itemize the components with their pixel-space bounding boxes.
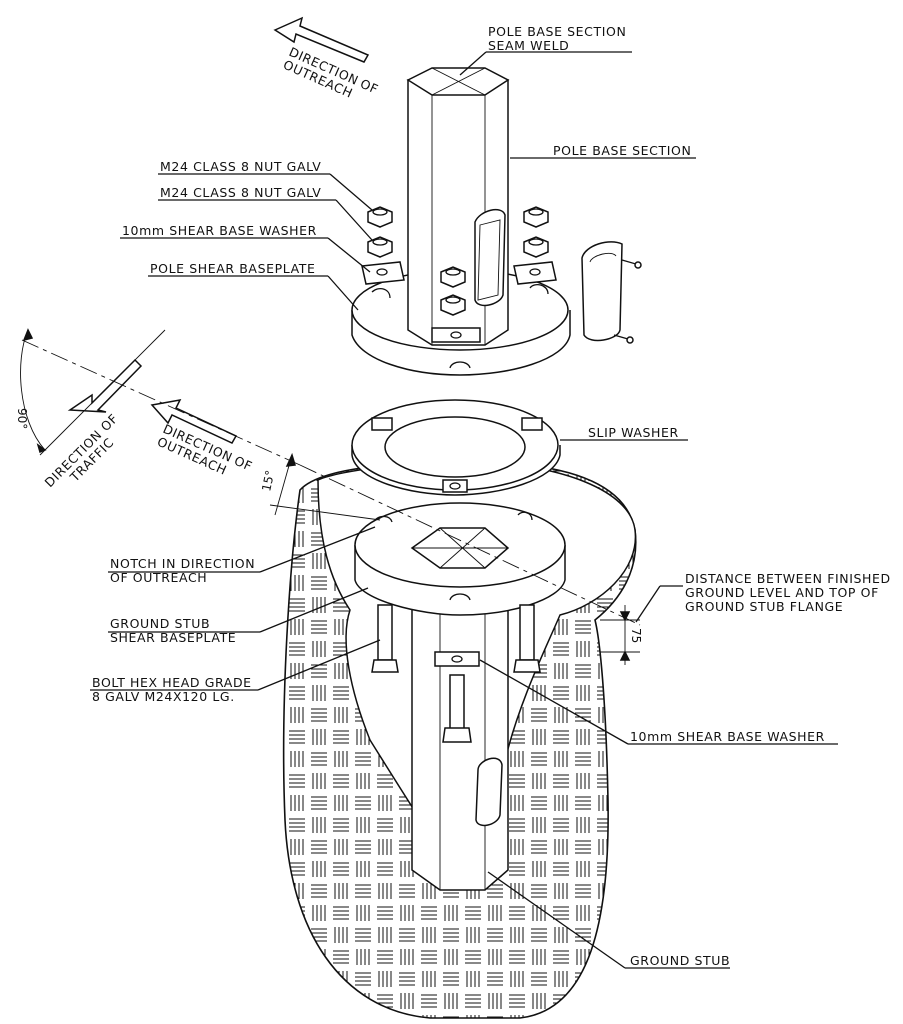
dimension-labels: 90° 15° 75 [15, 408, 643, 643]
label-ground-stub-2: SHEAR BASEPLATE [110, 630, 236, 645]
label-distance-2: GROUND LEVEL AND TOP OF [685, 585, 879, 600]
angle-90-label: 90° [15, 408, 29, 429]
traffic-arrow [67, 358, 143, 413]
label-pole-base-section: POLE BASE SECTION [553, 143, 691, 158]
outreach-top-text-2: OF [358, 76, 381, 97]
label-washer-bottom: 10mm SHEAR BASE WASHER [630, 729, 825, 744]
outreach-arrow-middle [150, 398, 238, 444]
label-seam-weld: SEAM WELD [488, 38, 569, 53]
label-bolt-2: 8 GALV M24X120 LG. [92, 689, 235, 704]
depth-dimension [600, 605, 640, 665]
ground-stub-shear-baseplate [354, 502, 566, 616]
label-bolt-1: BOLT HEX HEAD GRADE [92, 675, 252, 690]
stub-bolts [371, 604, 541, 743]
label-pole-base-section-top: POLE BASE SECTION [488, 24, 626, 39]
label-washer-top: 10mm SHEAR BASE WASHER [122, 223, 317, 238]
label-distance-1: DISTANCE BETWEEN FINISHED [685, 571, 891, 586]
label-ground-stub-1: GROUND STUB [110, 616, 210, 631]
angle-construction-lines [20, 328, 641, 626]
outreach-arrow-top [273, 16, 370, 63]
outreach-mid-text-2: OF [232, 453, 255, 474]
upper-nuts [361, 206, 557, 316]
pole-base-section [406, 67, 510, 346]
angle-15-label: 15° [259, 469, 277, 493]
label-distance-3: GROUND STUB FLANGE [685, 599, 843, 614]
label-ground-stub: GROUND STUB [630, 953, 730, 968]
label-nut-upper: M24 CLASS 8 NUT GALV [160, 159, 321, 174]
label-pole-shear-baseplate: POLE SHEAR BASEPLATE [150, 261, 316, 276]
slip-washer [351, 399, 561, 496]
label-notch-2: OF OUTREACH [110, 570, 207, 585]
leader-lines [90, 51, 838, 969]
depth-75-label: 75 [629, 628, 643, 643]
callout-labels: POLE BASE SECTION SEAM WELD POLE BASE SE… [92, 24, 891, 968]
access-door-plate [581, 241, 642, 344]
label-slip-washer: SLIP WASHER [588, 425, 679, 440]
label-nut-lower: M24 CLASS 8 NUT GALV [160, 185, 321, 200]
label-notch-1: NOTCH IN DIRECTION [110, 556, 255, 571]
